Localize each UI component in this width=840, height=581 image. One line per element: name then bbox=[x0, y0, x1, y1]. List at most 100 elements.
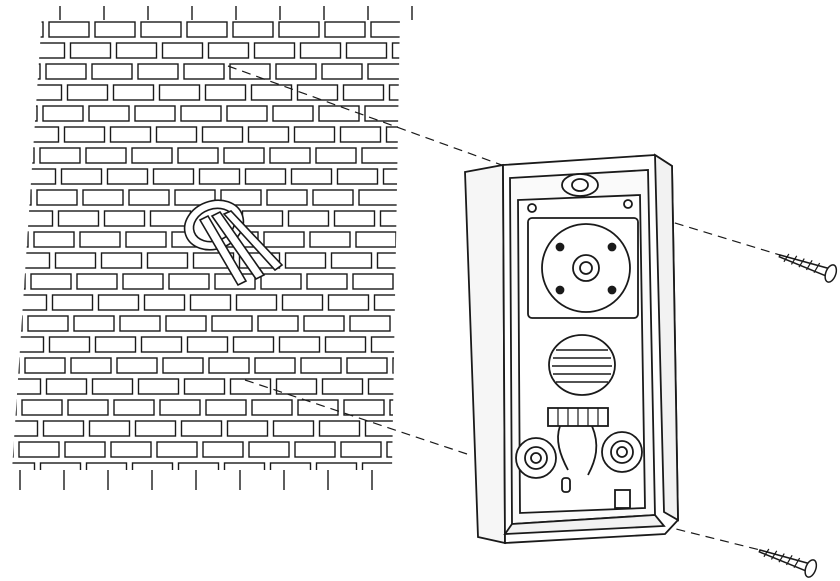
brick bbox=[318, 420, 361, 437]
brick bbox=[398, 273, 400, 290]
brick bbox=[140, 336, 183, 353]
brick bbox=[336, 168, 379, 185]
brick bbox=[327, 294, 370, 311]
brick bbox=[275, 378, 318, 395]
brick bbox=[12, 357, 20, 374]
brick bbox=[137, 378, 180, 395]
brick bbox=[395, 315, 400, 332]
wall-edge-ticks bbox=[19, 6, 413, 490]
brick bbox=[12, 84, 17, 101]
brick bbox=[198, 168, 241, 185]
brick bbox=[389, 399, 400, 416]
brick bbox=[385, 126, 400, 143]
brick bbox=[82, 189, 124, 206]
screw-bottom bbox=[758, 548, 818, 578]
brick bbox=[205, 399, 247, 416]
brick bbox=[12, 210, 54, 227]
brick bbox=[42, 105, 84, 122]
brick bbox=[12, 441, 14, 458]
brick bbox=[88, 105, 130, 122]
brick bbox=[156, 441, 198, 458]
brick bbox=[79, 231, 121, 248]
brick bbox=[140, 21, 182, 38]
brick bbox=[183, 378, 226, 395]
brick bbox=[281, 294, 324, 311]
brick bbox=[186, 336, 229, 353]
brick bbox=[85, 462, 128, 470]
brick bbox=[17, 126, 60, 143]
brick bbox=[116, 357, 158, 374]
brick bbox=[391, 42, 400, 59]
brick bbox=[309, 231, 351, 248]
brick bbox=[12, 378, 42, 395]
brick bbox=[376, 252, 400, 269]
brick bbox=[254, 357, 296, 374]
brick bbox=[253, 42, 296, 59]
brick bbox=[321, 63, 363, 80]
screw-top bbox=[778, 253, 838, 283]
brick bbox=[405, 190, 445, 205]
brick bbox=[159, 399, 201, 416]
brick bbox=[297, 399, 339, 416]
brick bbox=[115, 42, 158, 59]
brick bbox=[294, 441, 336, 458]
brick bbox=[303, 315, 345, 332]
brick bbox=[220, 189, 262, 206]
brick bbox=[186, 21, 228, 38]
brick bbox=[183, 63, 225, 80]
brick bbox=[211, 315, 253, 332]
cable-entry bbox=[183, 199, 284, 287]
brick bbox=[355, 231, 397, 248]
brick bbox=[63, 126, 106, 143]
brick bbox=[60, 168, 103, 185]
brick bbox=[411, 106, 451, 121]
brick bbox=[161, 42, 204, 59]
brick bbox=[269, 147, 311, 164]
brick bbox=[408, 148, 448, 163]
brick bbox=[272, 105, 314, 122]
brick bbox=[12, 399, 17, 416]
brick bbox=[76, 273, 118, 290]
brick bbox=[12, 21, 44, 38]
brick bbox=[12, 42, 20, 59]
brick bbox=[12, 105, 38, 122]
brick bbox=[202, 441, 244, 458]
brick bbox=[30, 273, 72, 290]
brick bbox=[278, 21, 320, 38]
brick bbox=[402, 232, 442, 247]
brick bbox=[162, 357, 204, 374]
brick bbox=[143, 294, 186, 311]
brick bbox=[263, 231, 305, 248]
brick bbox=[290, 168, 333, 185]
brick bbox=[69, 42, 112, 59]
brick bbox=[12, 252, 51, 269]
brick bbox=[180, 105, 222, 122]
brick bbox=[318, 105, 360, 122]
brick bbox=[112, 84, 155, 101]
brick bbox=[229, 63, 271, 80]
brick bbox=[235, 294, 278, 311]
brick bbox=[18, 441, 60, 458]
brick bbox=[296, 84, 339, 101]
brick bbox=[392, 357, 400, 374]
brick bbox=[57, 210, 100, 227]
brick bbox=[12, 147, 35, 164]
brick bbox=[21, 399, 63, 416]
brick bbox=[146, 252, 189, 269]
brick bbox=[12, 462, 36, 470]
brick bbox=[12, 273, 26, 290]
brick bbox=[232, 336, 275, 353]
brick bbox=[417, 22, 457, 37]
brick bbox=[54, 252, 97, 269]
brick bbox=[250, 84, 293, 101]
brick bbox=[64, 441, 106, 458]
brick bbox=[284, 252, 327, 269]
brick bbox=[346, 357, 388, 374]
brick bbox=[269, 462, 312, 470]
brick bbox=[299, 42, 342, 59]
brick bbox=[36, 189, 78, 206]
brick bbox=[27, 315, 69, 332]
brick bbox=[45, 378, 88, 395]
brick bbox=[12, 231, 29, 248]
